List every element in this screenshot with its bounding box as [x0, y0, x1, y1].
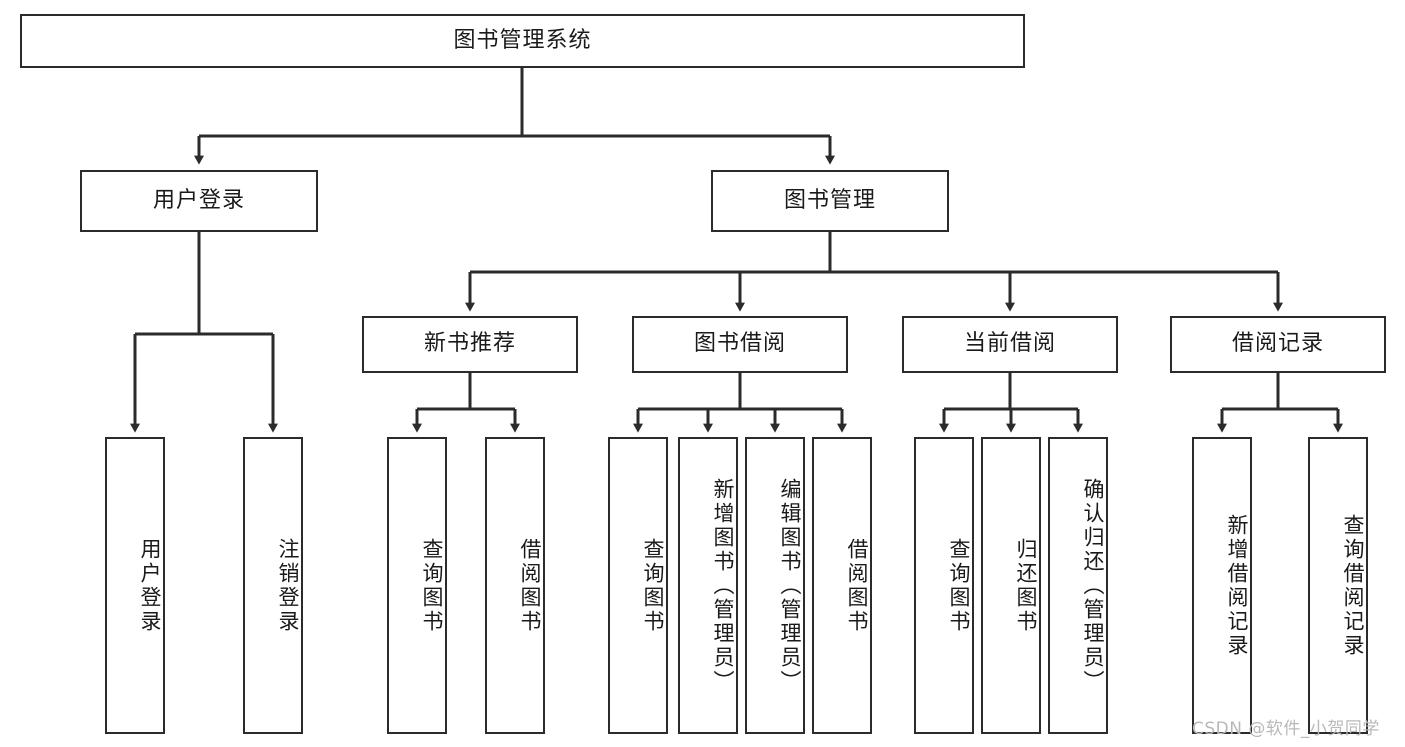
node-borrow-records[interactable]: 借阅记录	[1170, 316, 1386, 373]
node-book-management[interactable]: 图书管理	[711, 170, 949, 232]
leaf-borrow-book-label: 借阅图书	[845, 537, 869, 634]
leaf-query-book-borrow-label: 查询图书	[641, 537, 665, 634]
leaf-query-book-current[interactable]: 查询图书	[914, 437, 974, 734]
leaf-edit-book-admin-label: 编辑图书（管理员）	[778, 477, 802, 694]
leaf-query-borrow-record-label: 查询借阅记录	[1341, 513, 1365, 658]
leaf-add-book-admin[interactable]: 新增图书（管理员）	[678, 437, 738, 734]
node-user-login[interactable]: 用户登录	[80, 170, 318, 232]
node-borrow-records-label: 借阅记录	[1231, 331, 1324, 357]
node-root-label: 图书管理系统	[453, 27, 592, 53]
leaf-logout[interactable]: 注销登录	[243, 437, 303, 734]
leaf-borrow-book[interactable]: 借阅图书	[812, 437, 872, 734]
leaf-add-book-admin-label: 新增图书（管理员）	[711, 477, 735, 694]
leaf-return-book-label: 归还图书	[1014, 537, 1038, 634]
node-user-login-label: 用户登录	[152, 187, 245, 213]
node-book-management-label: 图书管理	[783, 187, 876, 213]
node-root[interactable]: 图书管理系统	[20, 14, 1025, 68]
leaf-query-book-current-label: 查询图书	[947, 537, 971, 634]
leaf-confirm-return-admin-label: 确认归还（管理员）	[1081, 477, 1105, 694]
leaf-logout-label: 注销登录	[276, 537, 300, 634]
node-current-borrow-label: 当前借阅	[963, 331, 1056, 357]
leaf-query-book-borrow[interactable]: 查询图书	[608, 437, 668, 734]
leaf-edit-book-admin[interactable]: 编辑图书（管理员）	[745, 437, 805, 734]
node-current-borrow[interactable]: 当前借阅	[902, 316, 1118, 373]
leaf-add-borrow-record-label: 新增借阅记录	[1225, 513, 1249, 658]
leaf-borrow-book-recommend[interactable]: 借阅图书	[485, 437, 545, 734]
node-book-borrow[interactable]: 图书借阅	[632, 316, 848, 373]
leaf-query-book-recommend[interactable]: 查询图书	[387, 437, 447, 734]
leaf-query-book-recommend-label: 查询图书	[420, 537, 444, 634]
leaf-confirm-return-admin[interactable]: 确认归还（管理员）	[1048, 437, 1108, 734]
csdn-watermark: CSDN @软件_小贺同学	[1192, 719, 1380, 739]
leaf-borrow-book-recommend-label: 借阅图书	[518, 537, 542, 634]
leaf-return-book[interactable]: 归还图书	[981, 437, 1041, 734]
leaf-user-login[interactable]: 用户登录	[105, 437, 165, 734]
leaf-user-login-label: 用户登录	[138, 537, 162, 634]
node-new-book-recommend-label: 新书推荐	[423, 331, 516, 357]
leaf-query-borrow-record[interactable]: 查询借阅记录	[1308, 437, 1368, 734]
node-book-borrow-label: 图书借阅	[693, 331, 786, 357]
node-new-book-recommend[interactable]: 新书推荐	[362, 316, 578, 373]
leaf-add-borrow-record[interactable]: 新增借阅记录	[1192, 437, 1252, 734]
